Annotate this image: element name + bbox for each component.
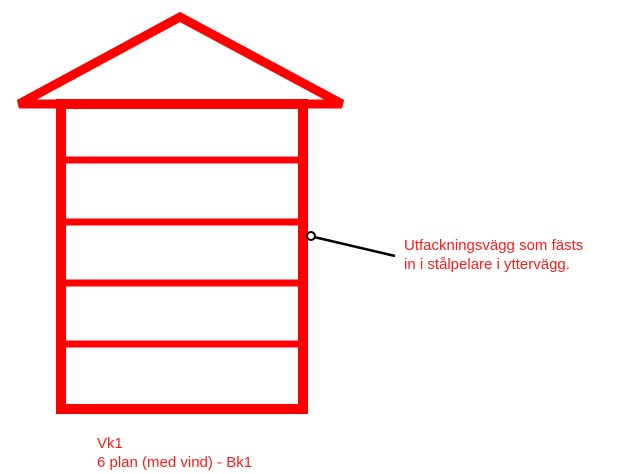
building-outline [56,99,308,414]
callout-line-2: in i stålpelare i yttervägg. [404,256,570,273]
diagram-caption: Vk1 6 plan (med vind) - Bk1 [97,434,252,472]
leader-anchor [306,231,316,241]
caption-line-1: Vk1 [97,435,123,452]
caption-line-2: 6 plan (med vind) - Bk1 [97,454,253,471]
roof [16,11,345,109]
callout-line-1: Utfackningsvägg som fästs [404,237,584,254]
callout-label: Utfackningsvägg som fästs in i stålpelar… [404,236,583,274]
leader-line [313,235,396,258]
